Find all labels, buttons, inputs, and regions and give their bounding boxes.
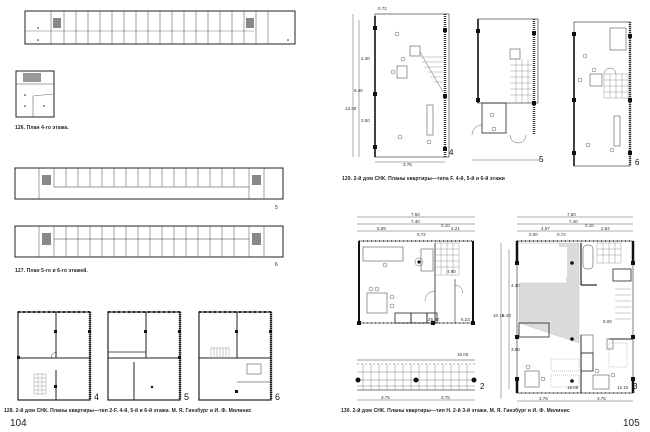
floor-plan-6-drawing bbox=[14, 225, 284, 258]
page-number-left: 104 bbox=[10, 418, 27, 429]
svg-text:4.30: 4.30 bbox=[361, 56, 370, 61]
apartment-f-floor-4-drawing: 13.30 9.45 4.30 3.50 0.72 3.75 bbox=[345, 6, 450, 167]
svg-text:9.45: 9.45 bbox=[354, 88, 363, 93]
figure-130-plan-3: 7.50 7.40 4.57 0.00 0.72 0.10 2.84 10.15… bbox=[493, 212, 647, 405]
svg-text:15.00: 15.00 bbox=[457, 352, 469, 357]
svg-text:6.23: 6.23 bbox=[461, 317, 470, 322]
svg-text:3.50: 3.50 bbox=[361, 118, 370, 123]
floor-label-5: 5 bbox=[539, 155, 544, 164]
figure-127-floor-6 bbox=[14, 225, 284, 258]
svg-text:12.10: 12.10 bbox=[617, 385, 629, 390]
svg-text:10.15: 10.15 bbox=[493, 313, 505, 318]
svg-text:0.10: 0.10 bbox=[441, 223, 450, 228]
facade-strip-drawing: 15.00 3.75 3.75 bbox=[355, 352, 477, 401]
svg-text:0.00: 0.00 bbox=[529, 232, 538, 237]
svg-text:7.40: 7.40 bbox=[569, 219, 578, 224]
svg-text:3.75: 3.75 bbox=[539, 396, 548, 401]
svg-text:8.00: 8.00 bbox=[603, 319, 612, 324]
end-block-plan-drawing bbox=[15, 70, 55, 118]
apartment-h-floor-2-drawing: 7.50 7.40 5.09 0.72 0.10 2.21 4.90 bbox=[357, 212, 475, 325]
dim-13-30: 13.30 bbox=[345, 106, 357, 111]
svg-text:7.50: 7.50 bbox=[567, 212, 576, 217]
apartment-f-floor-6-drawing bbox=[572, 21, 632, 167]
figure-128-plan-5 bbox=[106, 310, 184, 402]
figure-130-strip: 15.00 3.75 3.75 bbox=[355, 350, 480, 405]
svg-text:0.72: 0.72 bbox=[378, 6, 387, 11]
figure-127-caption: 127. План 5-го и 6-го этажей. bbox=[15, 268, 88, 274]
svg-text:25.90: 25.90 bbox=[428, 317, 440, 322]
svg-text:3.75: 3.75 bbox=[441, 395, 450, 400]
floor-label-4: 4 bbox=[449, 148, 454, 157]
floor-label-6: 6 bbox=[275, 262, 278, 268]
right-page: 13.30 9.45 4.30 3.50 0.72 3.75 4 bbox=[325, 0, 650, 432]
svg-text:6.43: 6.43 bbox=[502, 313, 511, 318]
apartment-f-floor-5-drawing bbox=[471, 18, 540, 161]
svg-text:3.75: 3.75 bbox=[381, 395, 390, 400]
svg-text:2.21: 2.21 bbox=[451, 226, 460, 231]
svg-text:3.75: 3.75 bbox=[403, 162, 412, 167]
figure-129-caption: 129. 2-й дом СНК. Планы квартиры—типа F.… bbox=[342, 176, 505, 182]
svg-text:7.40: 7.40 bbox=[411, 219, 420, 224]
svg-text:2.84: 2.84 bbox=[601, 226, 610, 231]
svg-text:0.72: 0.72 bbox=[557, 232, 566, 237]
apartment-2f-floor-4-drawing bbox=[17, 311, 92, 401]
apartment-h-floor-3-drawing: 7.50 7.40 4.57 0.00 0.72 0.10 2.84 10.15… bbox=[493, 212, 635, 402]
floor-label-5: 5 bbox=[184, 392, 190, 402]
floor-label-6: 6 bbox=[635, 158, 640, 167]
floor-label-2: 2 bbox=[480, 382, 485, 391]
svg-text:0.10: 0.10 bbox=[585, 223, 594, 228]
svg-text:4.30: 4.30 bbox=[511, 283, 520, 288]
svg-text:3.75: 3.75 bbox=[597, 396, 606, 401]
figure-126-end-block bbox=[15, 70, 55, 118]
figure-130-plan-2: 7.50 7.40 5.09 0.72 0.10 2.21 4.90 bbox=[355, 212, 480, 328]
page-number-right: 105 bbox=[623, 418, 640, 429]
svg-text:4.57: 4.57 bbox=[541, 226, 550, 231]
figure-129-plan-4: 13.30 9.45 4.30 3.50 0.72 3.75 bbox=[345, 2, 450, 167]
apartment-2f-floor-5-drawing bbox=[107, 311, 182, 401]
figure-130-caption: 130. 2-й дом СНК. Планы квартиры—тип Н. … bbox=[341, 408, 570, 414]
svg-text:19.08: 19.08 bbox=[567, 385, 579, 390]
floor-label-6: 6 bbox=[275, 392, 281, 402]
floor-plan-5-drawing bbox=[14, 167, 284, 200]
figure-127-floor-5 bbox=[14, 167, 284, 200]
figure-128-plan-6 bbox=[197, 310, 275, 402]
svg-text:7.50: 7.50 bbox=[411, 212, 420, 217]
figure-126-caption: 126. План 4-го этажа. bbox=[15, 125, 69, 131]
svg-text:0.72: 0.72 bbox=[417, 232, 426, 237]
figure-129-plan-6 bbox=[570, 18, 635, 168]
svg-text:3.50: 3.50 bbox=[511, 347, 520, 352]
left-page: 126. План 4-го этажа. 5 bbox=[4, 10, 296, 429]
floor-label-4: 4 bbox=[94, 392, 100, 402]
floor-plan-4-drawing bbox=[24, 10, 296, 45]
figure-129-plan-5 bbox=[470, 15, 550, 165]
figure-128-plan-4 bbox=[16, 310, 94, 402]
svg-text:5.09: 5.09 bbox=[377, 226, 386, 231]
apartment-2f-floor-6-drawing bbox=[198, 311, 273, 401]
figure-128-caption: 128. 2-й дом СНК. Планы квартиры—тип 2-F… bbox=[4, 408, 252, 414]
floor-label-3: 3 bbox=[633, 382, 638, 391]
floor-label-5: 5 bbox=[275, 205, 278, 211]
figure-126-long-plan bbox=[24, 10, 296, 45]
svg-text:4.90: 4.90 bbox=[447, 269, 456, 274]
